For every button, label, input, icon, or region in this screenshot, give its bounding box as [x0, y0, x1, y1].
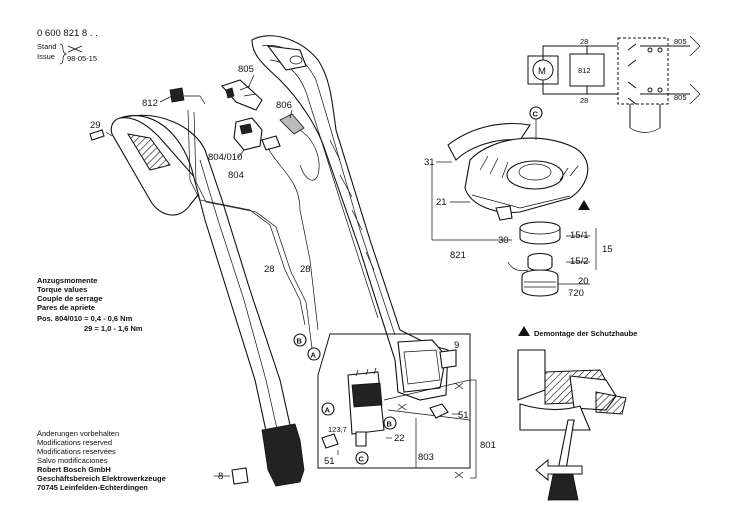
marker-a-bottom: A: [325, 406, 331, 415]
part-15-2-spool: [527, 252, 553, 272]
torque-title-de: Anzugsmomente: [37, 276, 97, 285]
issue-date: 98-05-15: [67, 54, 97, 63]
trimmer-handle: [110, 114, 305, 487]
label-28-b: 28: [300, 264, 311, 275]
footer-line-3: Modifications reservées: [37, 447, 116, 456]
circled-markers: B A C A B C: [293, 106, 543, 465]
torque-title-fr: Couple de serrage: [37, 294, 102, 303]
part-15-1-spool-cap: [519, 221, 561, 245]
removal-arrow: [535, 458, 583, 482]
marker-c-bottom: C: [359, 455, 365, 464]
marker-c-top: C: [533, 110, 539, 119]
torque-values: Anzugsmomente Torque values Couple de se…: [37, 276, 143, 333]
label-31: 31: [424, 157, 435, 168]
footer-address: 70745 Leinfelden-Echterdingen: [37, 483, 148, 492]
label-29: 29: [90, 120, 101, 131]
part-806-sleeve: [279, 113, 305, 135]
torque-row-2: 29 = 1,0 - 1,6 Nm: [84, 324, 143, 333]
label-805-schematic-bottom: 805: [674, 93, 687, 102]
part-29-screw: [89, 129, 105, 141]
label-804: 804: [228, 170, 244, 181]
footer-line-1: Änderungen vorbehalten: [37, 429, 119, 438]
label-801: 801: [480, 440, 496, 451]
label-28-a: 28: [264, 264, 275, 275]
part-805-plug: [221, 79, 263, 111]
label-21: 21: [436, 197, 447, 208]
cable-28: [187, 109, 306, 326]
label-51-left: 51: [324, 456, 335, 467]
label-20: 20: [578, 276, 589, 287]
label-51-right: 51: [458, 410, 469, 421]
label-28-bottom: 28: [580, 96, 588, 105]
label-15-2: 15/2: [570, 256, 589, 267]
guard-note: Demontage der Schutzhaube: [518, 326, 637, 338]
header-block: 0 600 821 8 . . Stand Issue 98-05-15: [37, 28, 98, 65]
part-number: 0 600 821 8 . .: [37, 28, 98, 39]
part-51-clip: [429, 403, 449, 419]
part-720-spool-line: [521, 269, 559, 297]
part-8-plate: [231, 467, 249, 485]
label-805-top: 805: [238, 64, 254, 75]
guard-removal-inset: [517, 342, 718, 502]
torque-title-en: Torque values: [37, 285, 87, 294]
leader-lines: [105, 74, 597, 479]
label-806: 806: [276, 100, 292, 111]
label-15-1: 15/1: [570, 230, 589, 241]
label-720: 720: [568, 288, 584, 299]
wiring-schematic: [527, 35, 701, 133]
struck-date: [67, 45, 83, 53]
header-brace: [59, 43, 68, 65]
torque-row-1: Pos. 804/010 = 0,4 - 0,6 Nm: [37, 314, 133, 323]
marker-a-top: A: [311, 351, 317, 360]
label-812-schematic: 812: [578, 66, 591, 75]
footer-company: Robert Bosch GmbH: [37, 465, 111, 474]
motor-inset: [317, 333, 471, 479]
label-28-top: 28: [580, 37, 588, 46]
part-812-capacitor: [169, 87, 185, 103]
footer: Änderungen vorbehalten Modifications res…: [37, 429, 166, 492]
label-dim: 123,7: [328, 425, 347, 434]
label-22: 22: [394, 433, 405, 444]
label-15: 15: [602, 244, 613, 255]
switch-assembly: [169, 79, 320, 349]
marker-b-bottom: B: [387, 420, 393, 429]
label-805-schematic-top: 805: [674, 37, 687, 46]
label-8: 8: [218, 471, 223, 482]
part-51-clip-b: [321, 433, 339, 449]
part-labels: 805 812 806 29 804/010 804 28 28 31 21 3…: [89, 37, 687, 485]
switch-805-box: [617, 37, 669, 105]
footer-division: Geschäftsbereich Elektrowerkzeuge: [37, 474, 166, 483]
part-31-guard-flap: [447, 122, 531, 161]
footer-line-2: Modifications reserved: [37, 438, 112, 447]
guard-and-spool: [447, 122, 590, 297]
marker-b-top: B: [297, 337, 303, 346]
label-9: 9: [454, 340, 459, 351]
label-812-left: 812: [142, 98, 158, 109]
footer-line-4: Salvo modificaciones: [37, 456, 108, 465]
label-803: 803: [418, 452, 434, 463]
guard-note-text: Demontage der Schutzhaube: [534, 329, 637, 338]
trimmer-housing: [251, 35, 449, 401]
part-804-switch: [233, 117, 263, 151]
label-30: 30: [498, 235, 509, 246]
torque-title-es: Pares de apriete: [37, 303, 95, 312]
guard-removal-triangle: [578, 200, 590, 210]
stand-label: Stand: [37, 42, 57, 51]
label-821: 821: [450, 250, 466, 261]
label-motor: M: [538, 66, 546, 77]
issue-label: Issue: [37, 52, 55, 61]
label-804-010: 804/010: [208, 152, 242, 163]
